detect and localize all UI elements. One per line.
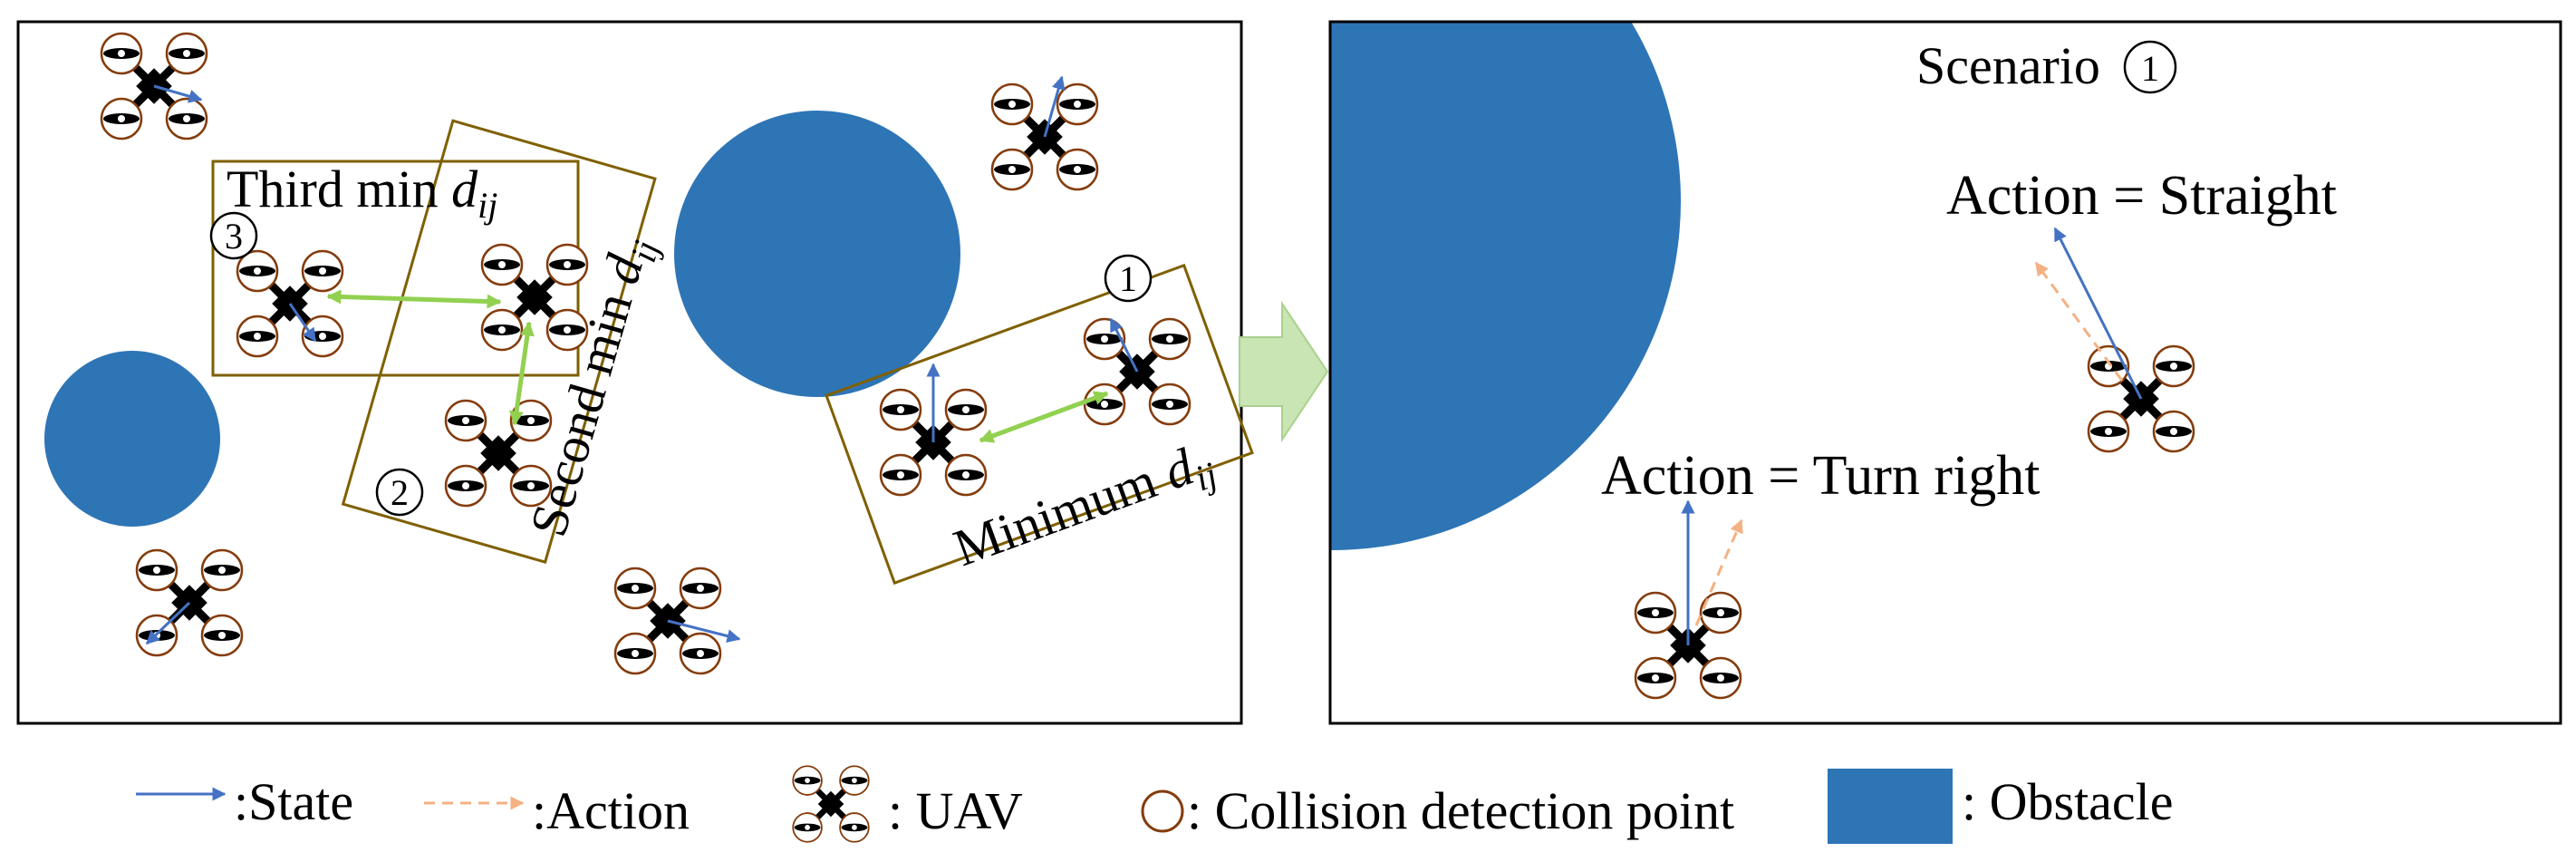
svg-text:1: 1 <box>2141 48 2159 89</box>
obstacle-scenario <box>1330 22 1681 550</box>
svg-text:1: 1 <box>1119 258 1137 299</box>
legend-collision: : Collision detection point <box>1187 781 1734 840</box>
legend-obstacle: : Obstacle <box>1962 772 2174 831</box>
legend-state: :State <box>234 772 353 831</box>
group-number-3: 3 <box>209 211 258 260</box>
uav-icon <box>793 766 869 842</box>
svg-text:3: 3 <box>225 216 243 257</box>
label-second-min: Second min dij <box>518 229 667 545</box>
group-box-minimum <box>825 263 1254 586</box>
scenario-label: Scenario <box>1916 36 2100 95</box>
label-third-min: Third min dij <box>227 160 497 226</box>
state-arrow-icon <box>145 601 191 645</box>
obstacle-small <box>44 351 220 527</box>
action-arrow-icon <box>1694 518 1743 626</box>
distance-arrow-second <box>509 321 535 426</box>
state-arrow-icon <box>288 303 317 343</box>
group-box-second <box>341 119 657 564</box>
group-number-2: 2 <box>375 468 424 517</box>
legend: :State :Action : UAV : Collision detecti… <box>136 766 2174 844</box>
action-arrow-icon <box>2034 261 2124 382</box>
state-arrow-icon <box>1109 317 1139 373</box>
state-arrow-icon <box>2053 227 2143 400</box>
legend-action: :Action <box>532 781 690 840</box>
legend-uav: : UAV <box>888 781 1023 840</box>
scenario-number: 1 <box>2123 40 2177 94</box>
action-straight-label: Action = Straight <box>1946 165 2337 227</box>
uav-icon <box>482 245 587 350</box>
collision-point-icon <box>1141 789 1184 833</box>
group-number-1: 1 <box>1104 254 1153 303</box>
action-turn-right-label: Action = Turn right <box>1601 445 2041 507</box>
transition-arrow <box>1239 300 1329 443</box>
right-panel-frame <box>1328 20 2562 725</box>
state-arrow-icon <box>667 619 741 643</box>
label-minimum: Minimum dij <box>946 430 1222 584</box>
state-arrow-icon <box>1043 75 1066 138</box>
distance-arrow-third <box>326 289 502 309</box>
obstacle-large <box>674 111 960 397</box>
obstacle-swatch <box>1828 769 1953 844</box>
distance-arrow-minimum <box>979 391 1109 443</box>
svg-text:2: 2 <box>391 472 409 513</box>
state-arrow-icon <box>153 84 203 103</box>
